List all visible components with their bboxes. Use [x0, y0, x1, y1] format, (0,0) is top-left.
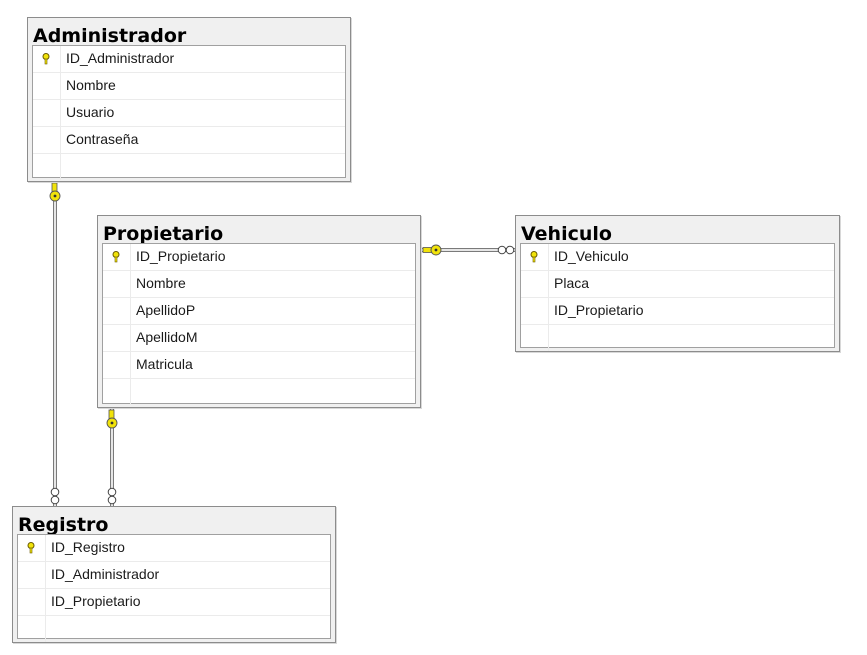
empty-row[interactable]	[33, 154, 345, 181]
row-selector	[18, 616, 46, 642]
primary-key-icon	[112, 251, 120, 263]
column-name: ID_Propietario	[136, 248, 226, 264]
column-row[interactable]: ID_Administrador	[18, 562, 330, 589]
table-administrador[interactable]: Administrador ID_Administrador Nombre Us…	[27, 17, 351, 182]
column-name: ID_Registro	[51, 539, 125, 555]
column-row[interactable]: ID_Propietario	[18, 589, 330, 616]
row-selector	[103, 379, 131, 405]
row-selector	[18, 589, 46, 615]
column-name: ID_Propietario	[554, 302, 644, 318]
column-name: ID_Administrador	[66, 50, 175, 66]
table-title: Registro	[18, 514, 109, 536]
row-selector	[103, 325, 131, 351]
key-icon	[422, 244, 442, 256]
column-name: ApellidoP	[136, 302, 196, 318]
key-icon	[49, 182, 61, 202]
primary-key-icon	[27, 542, 35, 554]
column-name: ApellidoM	[136, 329, 198, 345]
row-selector	[521, 325, 549, 351]
primary-key-icon	[530, 251, 538, 263]
infinity-icon	[497, 245, 515, 255]
table-title: Administrador	[33, 25, 187, 47]
table-vehiculo[interactable]: Vehiculo ID_Vehiculo Placa ID_Propietari…	[515, 215, 840, 352]
column-name: Contraseña	[66, 131, 139, 147]
row-selector	[33, 100, 61, 126]
table-title: Vehiculo	[521, 223, 612, 245]
column-row[interactable]: Placa	[521, 271, 834, 298]
column-grid: ID_Administrador Nombre Usuario Contrase…	[32, 45, 346, 181]
row-selector	[18, 562, 46, 588]
column-name: Placa	[554, 275, 590, 291]
column-row[interactable]: ID_Propietario	[103, 244, 415, 271]
row-selector	[521, 271, 549, 297]
column-row[interactable]: Nombre	[33, 73, 345, 100]
row-selector	[33, 46, 61, 72]
row-selector	[103, 244, 131, 270]
row-selector	[103, 298, 131, 324]
table-propietario[interactable]: Propietario ID_Propietario Nombre Apelli…	[97, 215, 421, 408]
column-row[interactable]: ID_Propietario	[521, 298, 834, 325]
column-row[interactable]: Nombre	[103, 271, 415, 298]
primary-key-icon	[42, 53, 50, 65]
row-selector	[18, 535, 46, 561]
column-row[interactable]: ApellidoP	[103, 298, 415, 325]
column-row[interactable]: Contraseña	[33, 127, 345, 154]
column-row[interactable]: ApellidoM	[103, 325, 415, 352]
infinity-icon	[107, 487, 117, 505]
column-name: ID_Propietario	[51, 593, 141, 609]
relationship-administrador-registro[interactable]	[53, 180, 57, 507]
column-row[interactable]: Matricula	[103, 352, 415, 379]
empty-row[interactable]	[103, 379, 415, 406]
column-grid: ID_Propietario Nombre ApellidoP Apellido…	[102, 243, 416, 406]
row-selector	[33, 127, 61, 153]
row-selector	[33, 154, 61, 180]
column-name: ID_Administrador	[51, 566, 160, 582]
column-name: Nombre	[136, 275, 186, 291]
column-row[interactable]: ID_Registro	[18, 535, 330, 562]
row-selector	[103, 352, 131, 378]
column-name: ID_Vehiculo	[554, 248, 629, 264]
table-title: Propietario	[103, 223, 224, 245]
row-selector	[103, 271, 131, 297]
key-icon	[106, 409, 118, 429]
column-row[interactable]: ID_Vehiculo	[521, 244, 834, 271]
infinity-icon	[50, 487, 60, 505]
column-row[interactable]: ID_Administrador	[33, 46, 345, 73]
column-grid: ID_Vehiculo Placa ID_Propietario	[520, 243, 835, 351]
column-name: Usuario	[66, 104, 115, 120]
column-name: Matricula	[136, 356, 193, 372]
row-selector	[521, 244, 549, 270]
table-registro[interactable]: Registro ID_Registro ID_Administrador ID…	[12, 506, 336, 643]
row-selector	[33, 73, 61, 99]
row-selector	[521, 298, 549, 324]
column-grid: ID_Registro ID_Administrador ID_Propieta…	[17, 534, 331, 642]
column-row[interactable]: Usuario	[33, 100, 345, 127]
column-name: Nombre	[66, 77, 116, 93]
empty-row[interactable]	[521, 325, 834, 352]
empty-row[interactable]	[18, 616, 330, 643]
